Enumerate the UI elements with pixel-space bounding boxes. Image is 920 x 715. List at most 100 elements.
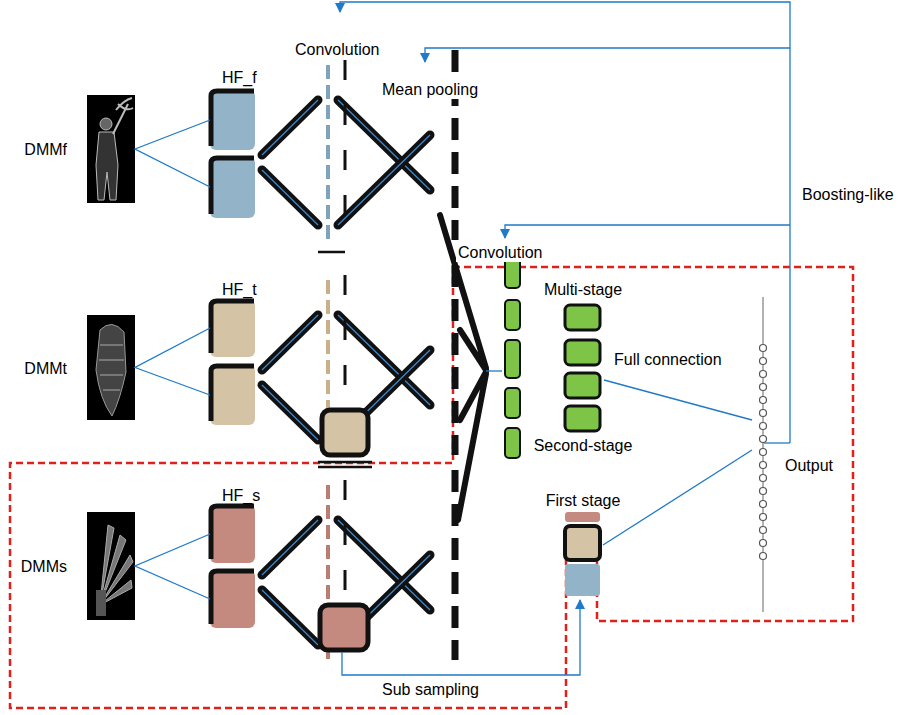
conv-kernel-core: [262, 385, 318, 440]
pool-kernel: [338, 135, 430, 225]
feature-vector-node: Multi-stageSecond-stage: [562, 305, 604, 432]
feature-map-edge: [211, 158, 254, 214]
conv-map: [326, 65, 330, 245]
image-label: DMMs: [21, 557, 67, 576]
output-unit: [760, 475, 767, 482]
conv-stream: [262, 265, 455, 460]
feature-label: HF_s: [222, 486, 260, 505]
feature-map-edge: [211, 506, 254, 559]
depth-map-image: [87, 512, 135, 620]
output-unit: [760, 397, 767, 404]
operation-label: Sub sampling: [380, 680, 481, 699]
output-unit: [760, 423, 767, 430]
feature-map-edge: [211, 571, 254, 624]
conv-kernel-core: [262, 520, 318, 575]
connector: [604, 380, 752, 420]
depth-map-image: [87, 315, 135, 420]
conv-kernel: [262, 590, 318, 645]
feature-map: [210, 505, 255, 563]
feature-map: [210, 365, 255, 425]
conv-kernel: [262, 520, 318, 575]
conv-kernel-core: [262, 315, 318, 370]
feature-label: HF_t: [222, 280, 257, 299]
stage-label: Second-stage: [534, 436, 633, 455]
stage-label: First stage: [546, 491, 621, 510]
connector: [135, 120, 210, 187]
feature-map: [210, 570, 255, 628]
depth-map-node: DMMf: [87, 95, 135, 203]
connector: [135, 534, 210, 599]
image-label: DMMt: [24, 358, 67, 377]
feature-label: HF_f: [222, 68, 257, 87]
merge-line: [486, 370, 502, 371]
pool-map: [452, 50, 459, 240]
depth-map-image: [87, 95, 135, 203]
pooled-map: [322, 410, 368, 455]
output-unit: [760, 488, 767, 495]
output-label: Output: [785, 456, 833, 475]
motion-trace: [113, 98, 133, 134]
layer-label: Mean pooling: [380, 80, 480, 99]
pool-map: [452, 470, 459, 660]
conv-map: [344, 60, 347, 240]
pool-kernel-core: [338, 135, 430, 225]
second-conv-map: [505, 300, 520, 330]
conv-kernel-core: [262, 170, 318, 225]
output-unit: [760, 501, 767, 508]
feature-map: [210, 300, 255, 357]
layer-label: Convolution: [456, 243, 545, 262]
output-unit: [760, 553, 767, 560]
output-unit: [760, 345, 767, 352]
feature-vector-cell: [565, 373, 600, 398]
subsampling-arrow: [342, 600, 580, 675]
output-layer-node: Output: [752, 297, 774, 612]
stream-separator: [318, 252, 372, 467]
pool-map: [452, 265, 459, 455]
output-unit: [760, 358, 767, 365]
second-conv-map: [505, 428, 520, 458]
figure-body: [96, 590, 106, 616]
feature-map: [210, 157, 255, 218]
conv-kernel-core: [262, 590, 318, 645]
feature-map-edge: [211, 366, 254, 421]
output-unit: [760, 540, 767, 547]
figure-top-view: [96, 324, 126, 416]
figure-body: [96, 132, 118, 200]
conv-kernel: [262, 170, 318, 225]
stage-label: Multi-stage: [544, 280, 622, 299]
output-unit: [760, 436, 767, 443]
feedback-arrow: [505, 225, 790, 238]
feature-vector-cell: [565, 305, 600, 330]
motion-trace: [99, 345, 124, 390]
feature-vector-cell: [565, 512, 600, 522]
output-unit: [760, 527, 767, 534]
connector: [603, 450, 752, 545]
feedback-line: [764, 442, 790, 443]
output-unit: [760, 462, 767, 469]
depth-map-node: DMMt: [87, 315, 135, 420]
conv-kernel: [262, 315, 318, 370]
layer-label: Convolution: [293, 40, 382, 59]
depth-map-node: DMMs: [87, 512, 135, 620]
connector: [135, 328, 210, 395]
feedback-label: Boosting-like: [800, 185, 896, 204]
output-unit: [760, 514, 767, 521]
feature-vector-cell: [565, 340, 600, 365]
second-conv-map: [505, 258, 520, 288]
feature-map-edge: [211, 91, 254, 146]
feature-map-edge: [211, 301, 254, 353]
conv-stream: [262, 470, 455, 665]
image-label: DMMf: [24, 140, 67, 159]
second-conv-map: [505, 388, 520, 418]
pooled-map: [320, 605, 368, 650]
feature-map-node: HF_f: [210, 68, 259, 218]
output-units: [760, 345, 767, 560]
conv-kernel: [262, 385, 318, 440]
output-unit: [760, 371, 767, 378]
feature-vector-cell: [565, 564, 600, 596]
conv-kernel: [262, 100, 318, 155]
